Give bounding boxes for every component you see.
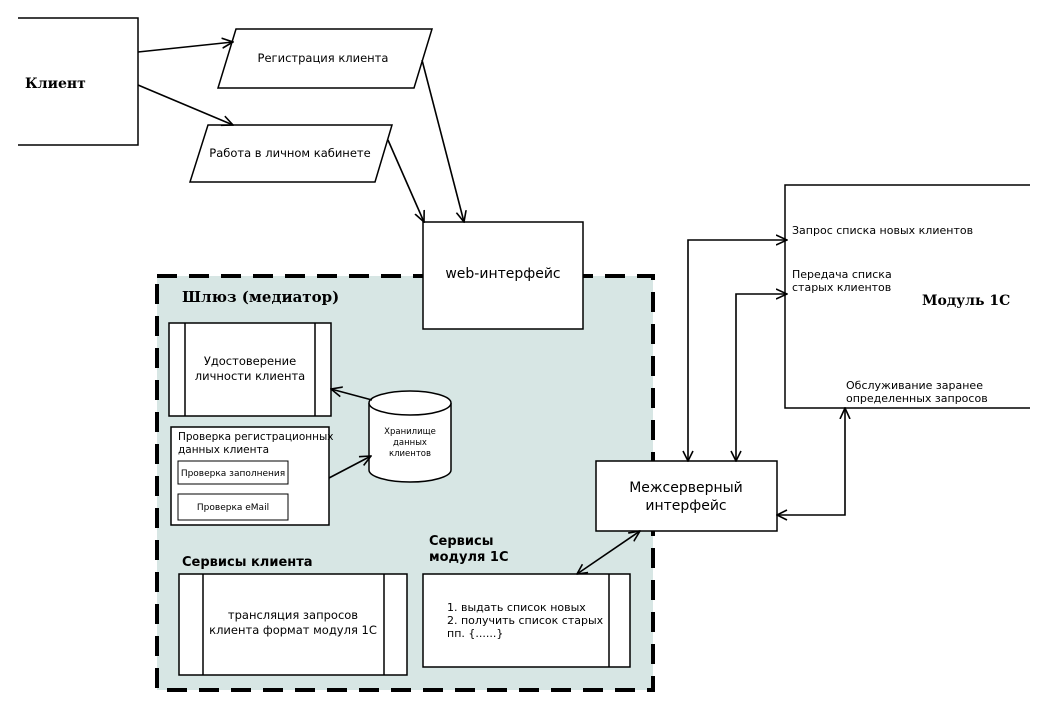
client-registration-label: Регистрация клиента — [258, 51, 389, 65]
client-services-line1: трансляция запросов — [228, 608, 358, 622]
storage-line2: данных — [393, 438, 427, 448]
module-services-group: Сервисы модуля 1С 1. выдать список новых… — [422, 534, 631, 668]
client-services-group: Сервисы клиента трансляция запросов клие… — [178, 555, 408, 676]
arrow-registration-to-web — [421, 59, 464, 222]
identity-verification-box: Удостоверение личности клиента — [168, 322, 332, 417]
arrow-request-new-clients — [688, 240, 787, 461]
identity-line1: Удостоверение — [204, 354, 296, 368]
web-interface-label: web-интерфейс — [445, 266, 560, 282]
interserver-line2: интерфейс — [645, 498, 726, 514]
personal-account-node: Работа в личном кабинете — [188, 124, 394, 183]
arrow-check-to-storage — [328, 456, 371, 479]
arrow-service-requests — [777, 408, 845, 515]
email-check-box — [177, 493, 289, 521]
module-services-line3: пп. {......} — [447, 627, 503, 640]
registration-check-line2: данных клиента — [178, 444, 269, 456]
module-services-title-line2: модуля 1С — [429, 550, 509, 565]
client-box: Клиент — [18, 17, 139, 146]
arrow-services-to-interserver — [577, 531, 640, 574]
fill-check-label: Проверка заполнения — [181, 469, 285, 479]
storage-line1: Хранилище — [384, 427, 436, 437]
storage-line3: клиентов — [389, 449, 431, 459]
personal-account-label: Работа в личном кабинете — [209, 146, 370, 160]
service-requests-line1: Обслуживание заранее — [846, 379, 983, 392]
arrow-storage-to-identity — [331, 389, 373, 401]
connectors — [137, 42, 845, 574]
identity-line2: личности клиента — [195, 369, 305, 383]
module-services-line1: 1. выдать список новых — [447, 601, 586, 614]
interserver-line1: Межсерверный — [629, 480, 743, 496]
arrow-client-to-registration — [137, 42, 233, 53]
client-label: Клиент — [25, 76, 86, 92]
module-services-line2: 2. получить список старых — [447, 614, 604, 627]
arrow-transfer-old-clients — [736, 294, 787, 461]
module-1c-box: Модуль 1С Запрос списка новых клиентов П… — [784, 184, 1030, 409]
transfer-old-line2: старых клиентов — [792, 281, 891, 294]
email-check-label: Проверка eMail — [197, 503, 269, 513]
interserver-interface-box: Межсерверный интерфейс — [595, 460, 778, 532]
fill-check-box — [177, 460, 289, 485]
gateway-title: Шлюз (медиатор) — [182, 288, 339, 306]
module-1c-title: Модуль 1С — [922, 293, 1010, 309]
client-services-line2: клиента формат модуля 1С — [209, 623, 377, 637]
registration-check-box: Проверка регистрационных данных клиента … — [170, 426, 334, 526]
arrow-client-to-account — [137, 84, 233, 125]
web-interface-box: web-интерфейс — [422, 221, 584, 330]
arrow-account-to-web — [387, 139, 424, 222]
module-services-title-line1: Сервисы — [429, 534, 493, 549]
request-new-clients-label: Запрос списка новых клиентов — [792, 224, 973, 237]
registration-check-line1: Проверка регистрационных — [178, 431, 334, 443]
service-requests-line2: определенных запросов — [846, 392, 988, 405]
client-services-title: Сервисы клиента — [182, 555, 313, 570]
client-storage-cylinder: Хранилище данных клиентов — [368, 390, 452, 483]
transfer-old-line1: Передача списка — [792, 268, 892, 281]
client-registration-node: Регистрация клиента — [216, 28, 434, 89]
